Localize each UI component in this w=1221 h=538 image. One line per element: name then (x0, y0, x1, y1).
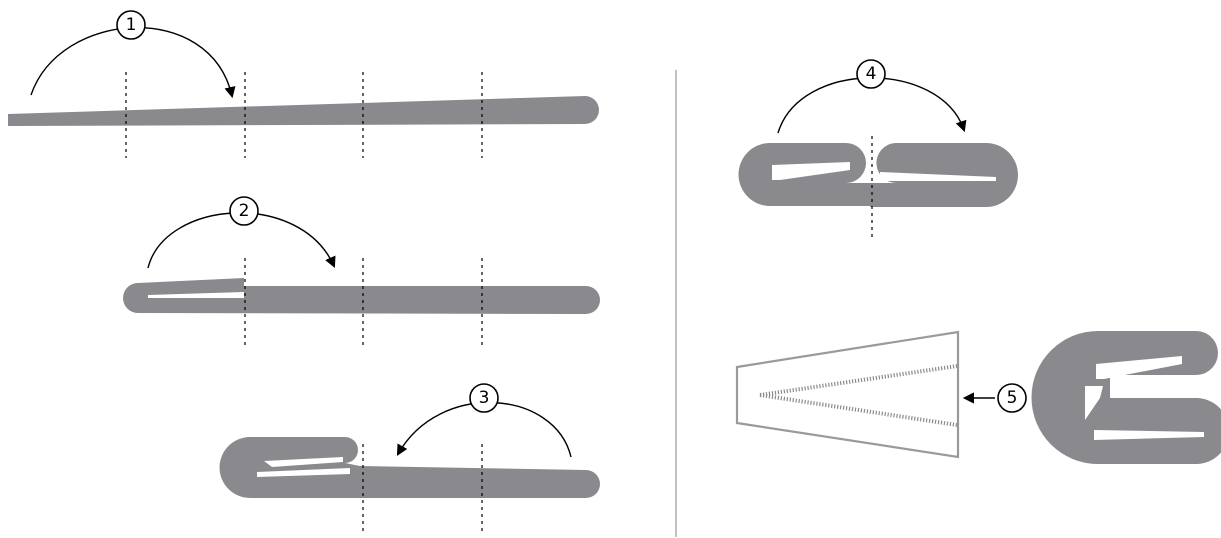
step-badge (997, 383, 1027, 413)
seam-lower (759, 393, 958, 427)
step-badge (229, 196, 259, 226)
step-5-group: 5 (735, 330, 1221, 464)
fold-gap (1094, 430, 1204, 440)
step-2-group: 2 (123, 196, 600, 346)
step-badge (469, 383, 499, 413)
step-number: 2 (239, 201, 250, 221)
fold-gap (772, 162, 850, 180)
fold-gap (1085, 386, 1103, 420)
step-number: 5 (1007, 388, 1018, 408)
tapered-strip (8, 96, 599, 126)
trapezoid-outline (735, 330, 960, 459)
fold-gap (148, 292, 244, 298)
step-badge (856, 59, 886, 89)
fold-gap (1096, 356, 1182, 379)
step-3-group: 3 (219, 383, 600, 535)
step-badge (116, 10, 146, 40)
step-1-group: 1 (8, 10, 599, 158)
fold-gap (264, 457, 343, 467)
step-4-group: 4 (738, 59, 1018, 240)
step-number: 1 (126, 15, 137, 35)
fold-gap (257, 468, 350, 477)
fold-gap (880, 172, 996, 181)
stacked-fold (1031, 331, 1221, 464)
seam-upper (759, 364, 958, 397)
step-number: 3 (479, 388, 490, 408)
folded-strip (219, 437, 600, 498)
step-number: 4 (866, 64, 877, 84)
folded-strip (123, 278, 600, 314)
